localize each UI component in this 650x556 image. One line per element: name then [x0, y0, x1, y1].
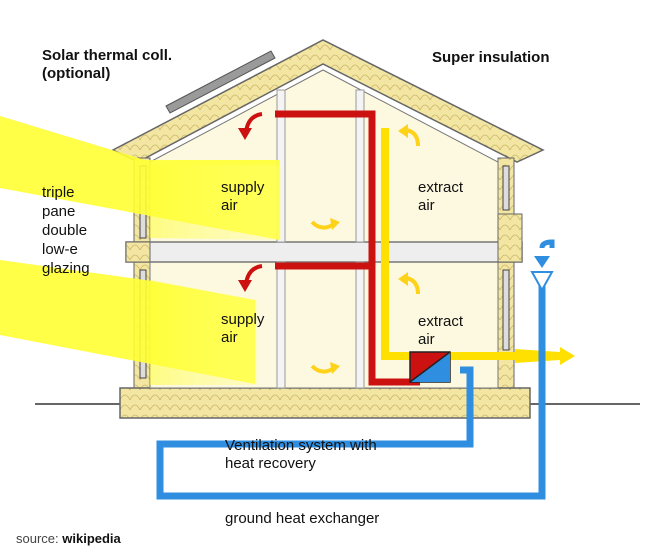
heat-exchanger-icon [409, 351, 451, 383]
ventilation-label-2: heat recovery [225, 455, 316, 472]
super-insulation-label: Super insulation [432, 49, 550, 66]
source-prefix: source: [16, 531, 62, 546]
window-right-lower [502, 269, 510, 351]
extract-air-upper-1: extract [418, 179, 464, 196]
curved-arrow-icon [398, 272, 420, 295]
glazing-label-2: pane [42, 203, 75, 220]
curved-arrow-icon [398, 124, 420, 147]
floor-edge-right [497, 213, 523, 263]
extract-air-lower-1: extract [418, 313, 464, 330]
ground-heat-exchanger-label: ground heat exchanger [225, 510, 379, 527]
extract-air-duct [381, 128, 420, 360]
down-arrow-head [534, 256, 550, 268]
supply-air-upper-1: supply [221, 179, 265, 196]
curved-arrow-icon [238, 112, 263, 140]
partition-left-lower [276, 261, 286, 389]
sunlight-glow-upper [150, 165, 282, 240]
glazing-label-1: triple [42, 184, 75, 201]
partition-right-lower [355, 261, 365, 389]
supply-air-upper-2: air [221, 197, 238, 214]
down-arrow-icon [539, 239, 555, 249]
supply-air-lower-2: air [221, 329, 238, 346]
solar-collector-optional: (optional) [42, 65, 110, 82]
partition-right-upper [355, 89, 365, 243]
extract-air-lower-2: air [418, 331, 435, 348]
sunlight-glow-lower [150, 280, 258, 385]
glazing-label-5: glazing [42, 260, 90, 277]
extract-air-upper-2: air [418, 197, 435, 214]
solar-collector-label: Solar thermal coll. [42, 47, 172, 64]
window-right-upper [502, 165, 510, 211]
curved-arrow-icon [310, 362, 340, 374]
source-credit: source: wikipedia [16, 531, 122, 546]
curved-arrow-icon [238, 264, 263, 292]
air-intake-cap [530, 271, 554, 293]
glazing-label-3: double [42, 222, 87, 239]
intermediate-floor [125, 241, 523, 263]
curved-arrow-icon [310, 218, 340, 230]
ground-heat-exchanger-duct [156, 280, 546, 500]
ventilation-label-1: Ventilation system with [225, 437, 377, 454]
floor-edge-left [125, 241, 151, 263]
solar-thermal-collector [165, 50, 276, 114]
supply-air-lower-1: supply [221, 311, 265, 328]
floor-slab-insulation [119, 387, 531, 419]
supply-air-duct [275, 110, 420, 386]
source-name: wikipedia [61, 531, 121, 546]
glazing-label-4: low-e [42, 241, 78, 258]
